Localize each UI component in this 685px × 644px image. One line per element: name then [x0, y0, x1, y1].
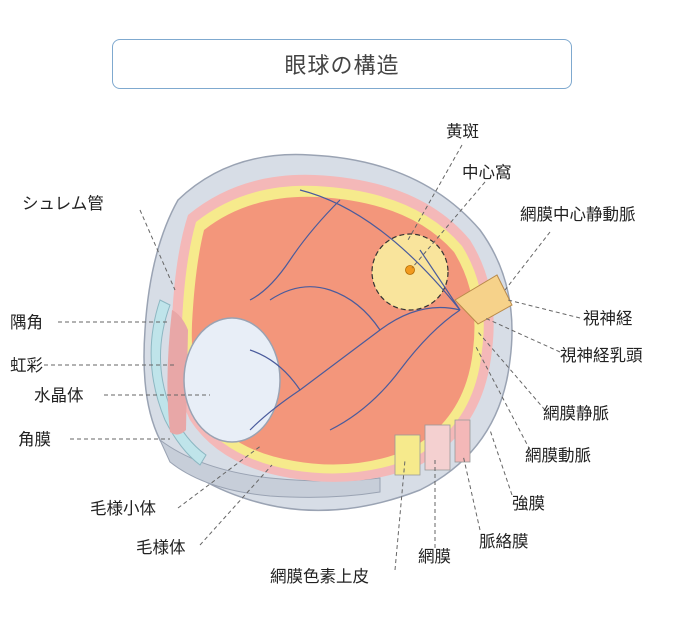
label-rpe: 網膜色素上皮 [270, 567, 369, 586]
optic-nerve-shape [454, 274, 513, 325]
leader-schlemm [139, 209, 176, 291]
label-central-retinal-artery: 網膜中心静動脈 [520, 205, 636, 224]
iris-shape [167, 310, 188, 435]
label-optic-nerve: 視神経 [583, 309, 633, 328]
diagram-title: 眼球の構造 [112, 39, 572, 89]
rpe-cut [394, 434, 421, 476]
choroid-cut [454, 419, 471, 463]
leader-sclera [489, 429, 513, 496]
leader-artery [474, 344, 531, 451]
label-angle: 隅角 [10, 313, 43, 332]
sclera-cut-face [159, 439, 381, 498]
retina-cut [424, 424, 451, 471]
leader-ciliary-zonule [177, 444, 263, 509]
label-schlemm: シュレム管 [22, 194, 104, 213]
label-fovea: 中心窩 [462, 163, 512, 182]
label-macula: 黄斑 [446, 122, 479, 141]
retinal-vessels [249, 189, 461, 431]
label-optic-disc: 視神経乳頭 [560, 346, 643, 365]
leader-central [504, 231, 551, 291]
leader-vein [477, 331, 546, 411]
label-ciliary-zonule: 毛様小体 [90, 499, 157, 518]
label-lens: 水晶体 [34, 386, 84, 405]
leader-rpe [394, 459, 406, 571]
label-iris: 虹彩 [10, 356, 44, 375]
label-retinal-artery: 網膜動脈 [525, 446, 591, 465]
leader-macula [407, 144, 463, 241]
lens-shape [183, 317, 281, 443]
label-retinal-vein: 網膜静脈 [543, 404, 609, 423]
leader-choroid [462, 454, 481, 531]
fovea-shape [405, 265, 415, 275]
label-sclera: 強膜 [512, 494, 545, 513]
label-retina: 網膜 [418, 547, 451, 566]
leader-nerve [507, 299, 581, 319]
label-ciliary-body: 毛様体 [136, 538, 186, 557]
label-choroid: 脈絡膜 [479, 532, 529, 551]
leader-fovea [411, 181, 486, 269]
label-cornea: 角膜 [18, 430, 51, 449]
leader-ciliary-body [199, 464, 273, 546]
